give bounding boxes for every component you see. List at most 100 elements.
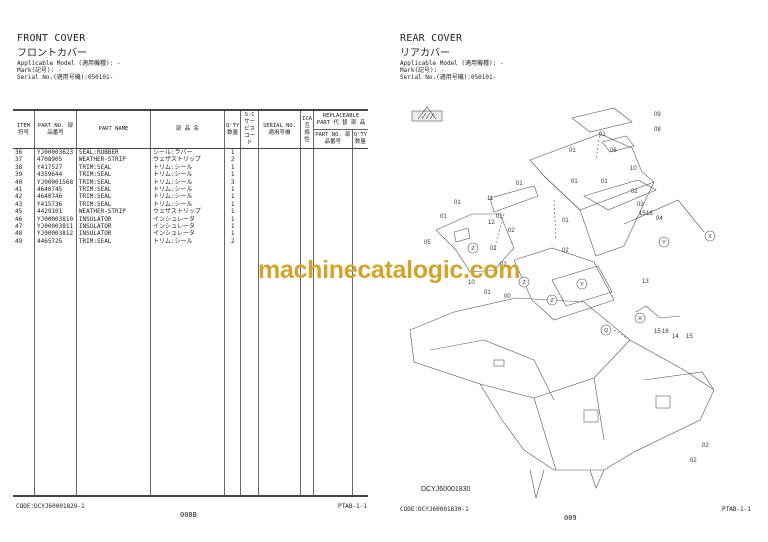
svg-text:01: 01 xyxy=(516,181,523,187)
front-cover-page: FRONT COVER フロントカバー Applicable Model (適用… xyxy=(13,33,368,519)
serial-cell xyxy=(257,208,301,216)
part-name-cell: INSULATOR xyxy=(75,215,151,224)
svg-text:09: 09 xyxy=(654,112,661,118)
rep-qty-cell xyxy=(351,223,368,231)
col-part-name: PART NAME xyxy=(75,109,151,149)
sc-cell xyxy=(240,223,259,231)
applicable-model: Applicable Model (適用機種): - xyxy=(400,60,504,67)
rep-qty-cell xyxy=(351,156,368,164)
svg-text:02: 02 xyxy=(690,458,697,464)
serial-cell xyxy=(257,163,301,172)
item-cell: 42 xyxy=(15,193,23,201)
ica-cell xyxy=(300,208,314,216)
ica-cell xyxy=(300,237,314,246)
serial-cell xyxy=(257,148,301,157)
ptab-code: PTAB-1-1 xyxy=(722,506,751,513)
document-code: CODE:DCYJ60001829-1 xyxy=(16,503,85,510)
rep-part-no-cell xyxy=(313,163,353,172)
part-no-cell: Y417527 xyxy=(33,163,77,172)
page-title: REAR COVER xyxy=(400,33,463,44)
svg-text:01: 01 xyxy=(496,214,503,220)
svg-text:01: 01 xyxy=(599,132,606,138)
serial-cell xyxy=(257,178,301,187)
sc-cell xyxy=(240,148,259,157)
col-serial-no: SERIAL NO. 適用号機 xyxy=(257,109,301,149)
svg-text:02: 02 xyxy=(702,443,709,449)
part-no-cell: YJ00001568 xyxy=(33,178,77,187)
ica-cell xyxy=(300,163,314,172)
ica-cell xyxy=(300,223,314,231)
rep-qty-cell xyxy=(351,208,368,216)
ica-cell xyxy=(300,215,314,224)
rep-qty-cell xyxy=(351,186,368,194)
item-cell: 36 xyxy=(15,149,23,156)
sc-cell xyxy=(240,237,259,246)
col-qty: Q'TY 数量 xyxy=(224,109,241,149)
sc-cell xyxy=(240,186,259,194)
col-jp-name: 部 品 名 xyxy=(149,109,225,149)
jp-name-cell: シール:ラバー xyxy=(149,148,225,157)
jp-name-cell: トリム:シール xyxy=(149,163,225,172)
rear-cover-page: REAR COVER リアカバー Applicable Model (適用機種)… xyxy=(384,0,768,542)
item-cell: 47 xyxy=(15,223,23,231)
svg-text:01: 01 xyxy=(569,148,576,154)
svg-text:15: 15 xyxy=(654,329,661,335)
sc-cell xyxy=(240,200,259,209)
part-no-cell: Y415736 xyxy=(33,200,77,209)
ica-cell xyxy=(300,171,314,179)
item-cell: 40 xyxy=(15,178,23,186)
item-cell: 45 xyxy=(15,208,23,216)
svg-text:10: 10 xyxy=(468,280,475,286)
rep-qty-cell xyxy=(351,163,368,172)
table-header-row: ITEM 符号 PART NO. 部品番号 PART NAME 部 品 名 Q'… xyxy=(13,109,368,149)
qty-cell: 1 xyxy=(224,215,241,224)
item-cell: 43 xyxy=(15,200,23,208)
rep-part-no-cell xyxy=(313,208,353,216)
ica-cell xyxy=(300,156,314,164)
svg-text:12: 12 xyxy=(488,220,495,226)
qty-cell: 1 xyxy=(224,223,241,231)
rep-part-no-cell xyxy=(313,223,353,231)
item-cell: 38 xyxy=(15,163,23,171)
col-rep-qty: Q'TY 数量 xyxy=(351,129,368,149)
ica-cell xyxy=(300,178,314,187)
jp-name-cell: トリム:シール xyxy=(149,178,225,187)
svg-text:X: X xyxy=(638,316,642,322)
part-no-cell: 4640746 xyxy=(33,193,77,201)
document-code: CODE:DCYJ60001830-1 xyxy=(400,506,469,513)
part-name-cell: SEAL:RUBBER xyxy=(75,148,151,157)
svg-text:Z: Z xyxy=(471,246,475,252)
part-name-cell: TRIM:SEAL xyxy=(75,163,151,172)
serial-number: Serial No.(適用号機):050101- xyxy=(400,74,497,81)
rep-part-no-cell xyxy=(313,237,353,246)
part-name-cell: TRIM:SEAL xyxy=(75,186,151,194)
page-number: 009 xyxy=(564,514,577,522)
jp-name-cell: インシュレータ xyxy=(149,215,225,224)
page-number: 008B xyxy=(180,511,197,519)
watermark: machinecatalogic.com xyxy=(258,256,521,284)
sc-cell xyxy=(240,178,259,187)
model-info: Applicable Model (適用機種): - Mark(記号): - S… xyxy=(400,60,503,81)
svg-text:10: 10 xyxy=(630,166,637,172)
svg-text:Y: Y xyxy=(662,240,666,246)
jp-name-cell: トリム:シール xyxy=(149,193,225,201)
jp-name-cell: トリム:シール xyxy=(149,237,225,246)
qty-cell: 1 xyxy=(224,193,241,201)
svg-text:02: 02 xyxy=(500,262,507,268)
svg-text:01: 01 xyxy=(601,179,608,185)
svg-text:11: 11 xyxy=(487,196,494,202)
part-name-cell: WEATHER-STRIP xyxy=(75,208,151,216)
page-title: FRONT COVER xyxy=(17,33,86,44)
svg-text:Y: Y xyxy=(580,282,584,288)
sc-cell xyxy=(240,230,259,238)
svg-text:01: 01 xyxy=(490,246,497,252)
